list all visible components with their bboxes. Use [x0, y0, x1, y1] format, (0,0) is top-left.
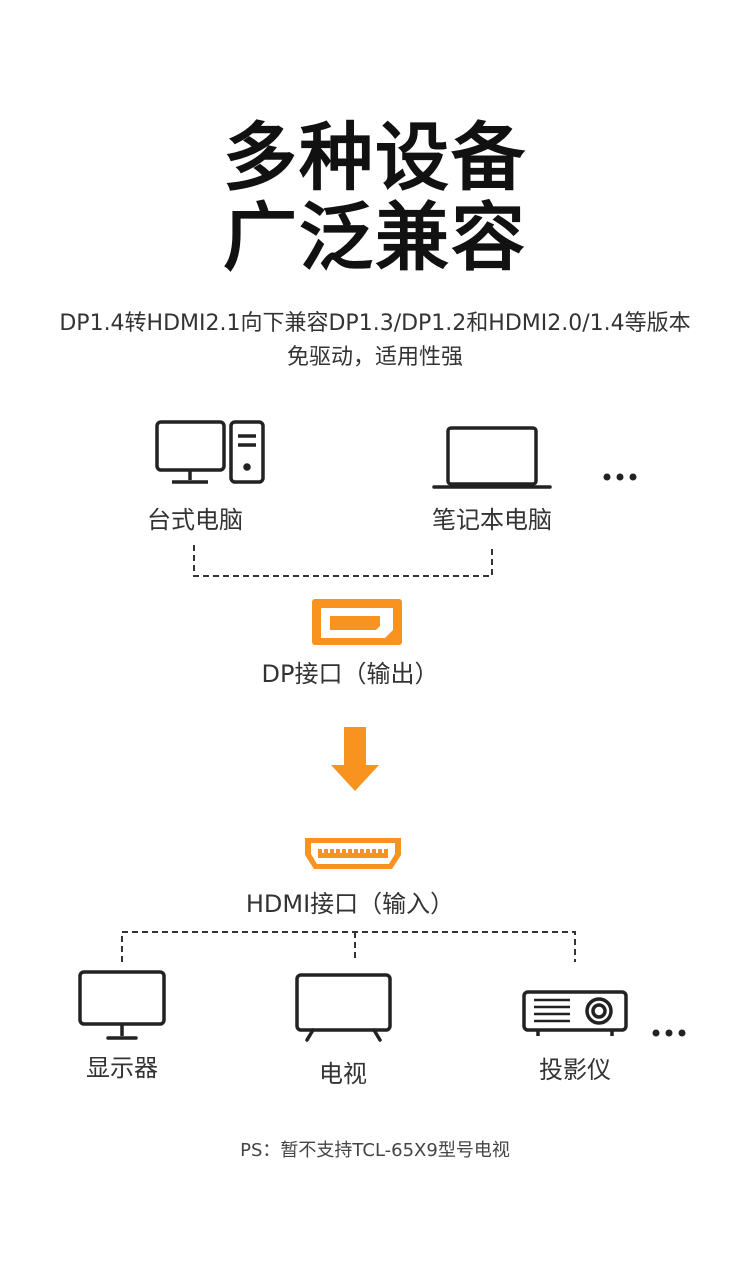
- tv-icon: [295, 973, 392, 1042]
- description-line2: 免驱动，适用性强: [286, 345, 463, 370]
- monitor-icon: [78, 970, 166, 1040]
- page-title-line1: 多种设备: [223, 115, 527, 201]
- projector-icon: [522, 990, 628, 1036]
- target-connector-line: [121, 931, 576, 962]
- tv-label: 电视: [319, 1060, 367, 1088]
- footnote: PS：暂不支持TCL-65X9型号电视: [240, 1140, 510, 1161]
- page-title-line2: 广泛兼容: [223, 195, 527, 281]
- desktop-computer-icon: [155, 420, 265, 484]
- dp-port-label: DP接口（输出）: [261, 660, 439, 688]
- down-arrow-icon: [331, 727, 379, 791]
- desktop-label: 台式电脑: [147, 506, 243, 534]
- dp-port-icon: [312, 599, 402, 645]
- source-connector-line: [193, 545, 493, 577]
- hdmi-port-icon: [305, 838, 401, 869]
- description-line1: DP1.4转HDMI2.1向下兼容DP1.3/DP1.2和HDMI2.0/1.4…: [59, 311, 691, 336]
- more-sources-icon: [603, 473, 637, 481]
- laptop-icon: [432, 426, 552, 489]
- more-targets-icon: [652, 1029, 686, 1037]
- laptop-label: 笔记本电脑: [432, 506, 552, 534]
- monitor-label: 显示器: [86, 1054, 158, 1082]
- projector-label: 投影仪: [539, 1056, 611, 1084]
- hdmi-port-label: HDMI接口（输入）: [245, 890, 455, 918]
